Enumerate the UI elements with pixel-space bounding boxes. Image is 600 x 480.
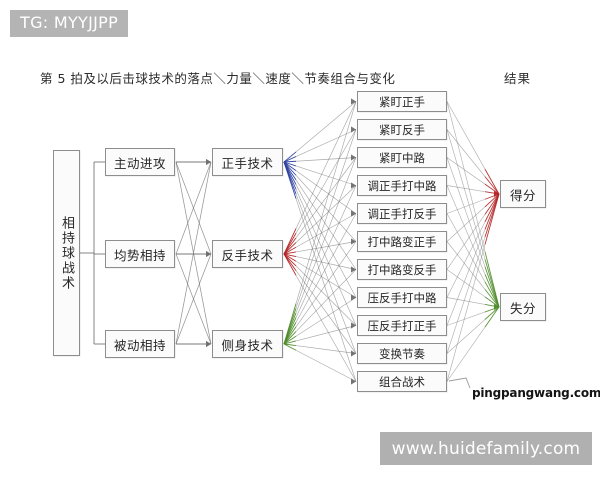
page-title: 第 5 拍及以后击球技术的落点＼力量＼速度＼节奏组合与变化: [40, 71, 396, 86]
result-node-label: 失分: [509, 300, 536, 316]
tactic-node-label: 调正手打中路: [367, 178, 437, 193]
tactic-node-3[interactable]: 紧盯中路: [357, 147, 447, 168]
tactic-node-2[interactable]: 紧盯反手: [357, 119, 447, 140]
tactic-node-label: 打中路变正手: [367, 234, 437, 249]
watermark-pingpangwang: pingpangwang.com: [472, 386, 600, 400]
tactic-node-5[interactable]: 调正手打反手: [357, 203, 447, 224]
result-column-title: 结果: [504, 71, 532, 86]
tactic-node-6[interactable]: 打中路变正手: [357, 231, 447, 252]
technique-node-forehand[interactable]: 正手技术: [212, 148, 283, 176]
situation-node-label: 均势相持: [113, 247, 166, 263]
situation-node-passive-rally[interactable]: 被动相持: [105, 330, 175, 358]
tactic-node-label: 压反手打中路: [367, 290, 437, 305]
technique-node-label: 侧身技术: [221, 337, 274, 353]
situation-node-label: 主动进攻: [113, 155, 166, 171]
tactic-node-label: 组合战术: [379, 374, 425, 389]
tactic-node-7[interactable]: 打中路变反手: [357, 259, 447, 280]
tg-channel-tag: TG: MYYJJPP: [10, 10, 129, 37]
root-node-label: 相持球战术: [59, 215, 74, 291]
tactic-node-1[interactable]: 紧盯正手: [357, 91, 447, 112]
tactic-node-label: 紧盯中路: [379, 150, 425, 165]
tactic-node-label: 打中路变反手: [367, 262, 437, 277]
tactic-node-4[interactable]: 调正手打中路: [357, 175, 447, 196]
situation-node-active-attack[interactable]: 主动进攻: [105, 148, 175, 176]
tactic-node-label: 紧盯正手: [379, 94, 425, 109]
tactic-node-11[interactable]: 组合战术: [357, 371, 447, 392]
tactic-node-label: 变换节奏: [379, 346, 425, 361]
tactic-node-label: 压反手打正手: [367, 318, 437, 333]
watermark-huidefamily-banner: www.huidefamily.com: [380, 432, 592, 465]
situation-node-label: 被动相持: [113, 337, 166, 353]
technique-node-pivot[interactable]: 侧身技术: [212, 330, 283, 358]
tactic-node-8[interactable]: 压反手打中路: [357, 287, 447, 308]
result-node-label: 得分: [509, 187, 536, 203]
result-node-lose-point[interactable]: 失分: [500, 293, 546, 321]
situation-node-balanced-rally[interactable]: 均势相持: [105, 240, 175, 268]
result-node-win-point[interactable]: 得分: [500, 180, 546, 208]
root-node-sustained-rally-tactics[interactable]: 相持球战术: [53, 150, 80, 356]
tactic-node-label: 调正手打反手: [367, 206, 437, 221]
tactic-node-10[interactable]: 变换节奏: [357, 343, 447, 364]
technique-node-backhand[interactable]: 反手技术: [212, 240, 283, 268]
tactic-node-9[interactable]: 压反手打正手: [357, 315, 447, 336]
tactic-node-label: 紧盯反手: [379, 122, 425, 137]
technique-node-label: 反手技术: [221, 247, 274, 263]
technique-node-label: 正手技术: [221, 155, 274, 171]
